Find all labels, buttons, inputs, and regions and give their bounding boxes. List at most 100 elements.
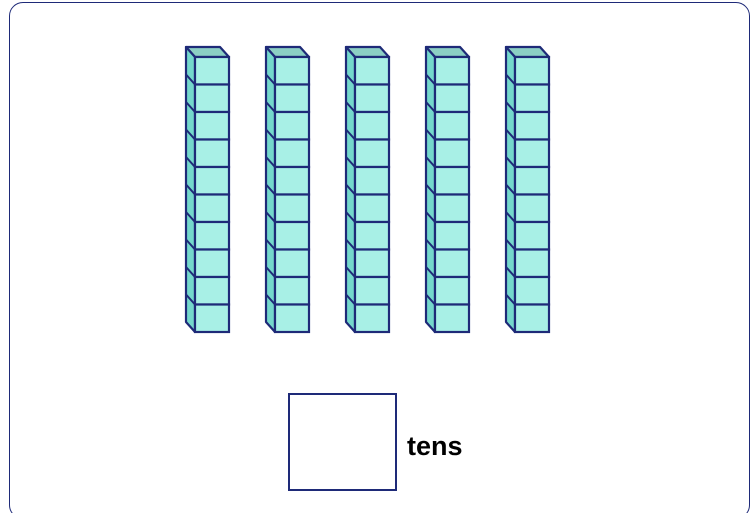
unit-cube (433, 248, 471, 279)
answer-box[interactable] (288, 393, 397, 491)
unit-cube (193, 275, 231, 306)
cube-edge (265, 73, 276, 86)
unit-cube (353, 55, 391, 86)
unit-cube (353, 110, 391, 141)
cube-edge (185, 211, 196, 223)
unit-cube (433, 55, 471, 86)
cube-edge (505, 238, 516, 251)
cube-edge (345, 156, 356, 168)
unit-cube (273, 55, 311, 86)
unit-cube (193, 303, 231, 334)
cube-edge (265, 156, 276, 168)
tens-rod (184, 45, 231, 334)
cube-edge (185, 293, 196, 306)
unit-cube (353, 248, 391, 279)
unit-cube (513, 165, 551, 196)
unit-cube (513, 138, 551, 169)
cube-edge (425, 211, 436, 223)
unit-cube (433, 110, 471, 141)
cube-edge (425, 101, 436, 113)
unit-cube (193, 110, 231, 141)
unit-cube (193, 83, 231, 114)
unit-cube (433, 193, 471, 224)
unit-cube (273, 165, 311, 196)
cube-edge (345, 101, 356, 113)
unit-cube (513, 220, 551, 251)
cube-edge (425, 128, 436, 141)
unit-cube (193, 138, 231, 169)
unit-cube (273, 110, 311, 141)
cube-edge (425, 156, 436, 168)
unit-cube (513, 193, 551, 224)
cube-edge (185, 128, 196, 141)
cube-edge (505, 266, 516, 278)
cube-edge (505, 293, 516, 306)
unit-cube (513, 275, 551, 306)
unit-cube (273, 193, 311, 224)
unit-cube (193, 248, 231, 279)
unit-cube (353, 165, 391, 196)
cube-edge (265, 128, 276, 141)
cube-edge (345, 73, 356, 86)
cube-edge (505, 183, 516, 196)
unit-cube (273, 138, 311, 169)
cube-edge (345, 266, 356, 278)
cube-edge (265, 211, 276, 223)
unit-cube (353, 303, 391, 334)
cube-edge (505, 156, 516, 168)
cube-edge (185, 238, 196, 251)
unit-cube (193, 55, 231, 86)
unit-cube (273, 275, 311, 306)
unit-cube (513, 303, 551, 334)
unit-cube (433, 138, 471, 169)
cube-edge (265, 266, 276, 278)
tens-label: tens (407, 431, 463, 461)
cube-edge (265, 101, 276, 113)
unit-cube (513, 83, 551, 114)
cube-edge (505, 101, 516, 113)
cube-edge (345, 293, 356, 306)
unit-cube (433, 220, 471, 251)
cube-edge (185, 101, 196, 113)
cube-edge (425, 183, 436, 196)
unit-cube (273, 83, 311, 114)
unit-cube (193, 165, 231, 196)
cube-edge (185, 156, 196, 168)
tens-rod (264, 45, 311, 334)
cube-edge (265, 183, 276, 196)
tens-rod (424, 45, 471, 334)
unit-cube (353, 275, 391, 306)
cube-edge (265, 293, 276, 306)
cube-edge (185, 73, 196, 86)
cube-edge (185, 266, 196, 278)
cube-edge (345, 238, 356, 251)
unit-cube (513, 248, 551, 279)
tens-rod (344, 45, 391, 334)
unit-cube (273, 220, 311, 251)
cube-edge (425, 73, 436, 86)
cube-edge (425, 293, 436, 306)
cube-edge (425, 238, 436, 251)
cube-edge (345, 128, 356, 141)
unit-cube (513, 110, 551, 141)
unit-cube (193, 220, 231, 251)
unit-cube (433, 275, 471, 306)
cube-edge (265, 238, 276, 251)
cube-edge (425, 266, 436, 278)
unit-cube (273, 303, 311, 334)
unit-cube (433, 165, 471, 196)
cube-edge (345, 211, 356, 223)
unit-cube (433, 83, 471, 114)
cube-edge (185, 183, 196, 196)
cube-edge (345, 183, 356, 196)
unit-cube (273, 248, 311, 279)
unit-cube (353, 220, 391, 251)
cube-edge (505, 128, 516, 141)
cube-edge (505, 211, 516, 223)
cube-edge (505, 73, 516, 86)
unit-cube (433, 303, 471, 334)
tens-rod (504, 45, 551, 334)
unit-cube (353, 138, 391, 169)
